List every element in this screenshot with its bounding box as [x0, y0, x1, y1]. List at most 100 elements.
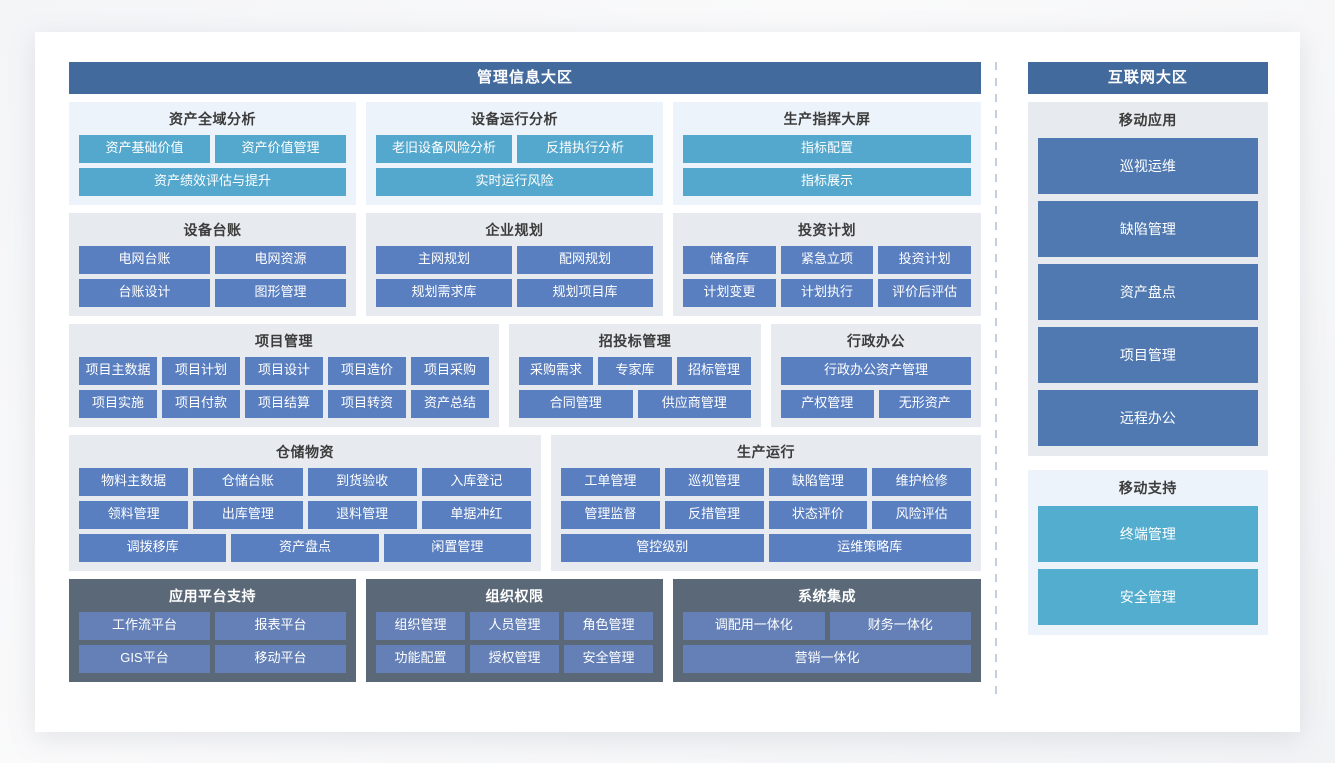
tile-row: 领料管理出库管理退料管理单据冲红 — [79, 500, 531, 529]
module-tile[interactable]: 专家库 — [598, 356, 672, 385]
module-tile[interactable]: 资产绩效评估与提升 — [79, 167, 346, 196]
module-tile[interactable]: 计划变更 — [683, 278, 776, 307]
tile-row: 功能配置授权管理安全管理 — [376, 644, 653, 673]
module-tile[interactable]: 项目设计 — [245, 356, 323, 385]
module-tile[interactable]: 调配用一体化 — [683, 611, 825, 640]
module-tile[interactable]: 项目计划 — [162, 356, 240, 385]
module-tile[interactable]: 巡视管理 — [664, 467, 764, 496]
module-tile[interactable]: 安全管理 — [564, 644, 653, 673]
module-tile[interactable]: 配网规划 — [517, 245, 653, 274]
module-tile[interactable]: 招标管理 — [677, 356, 751, 385]
module-tile[interactable]: 工单管理 — [561, 467, 660, 496]
module-tile[interactable]: 合同管理 — [519, 389, 633, 418]
module-tile[interactable]: 资产总结 — [411, 389, 489, 418]
module-tile[interactable]: 报表平台 — [215, 611, 346, 640]
module-tile[interactable]: 反措管理 — [664, 500, 764, 529]
module-tile[interactable]: 工作流平台 — [79, 611, 210, 640]
internet-module-tile[interactable]: 缺陷管理 — [1037, 200, 1258, 257]
group-title: 企业规划 — [485, 221, 544, 238]
module-tile[interactable]: 入库登记 — [421, 467, 531, 496]
tile-row: 主网规划配网规划 — [376, 245, 653, 274]
module-tile[interactable]: 主网规划 — [376, 245, 512, 274]
module-tile[interactable]: 储备库 — [683, 245, 776, 274]
module-tile[interactable]: 到货验收 — [307, 467, 417, 496]
module-tile[interactable]: 缺陷管理 — [768, 467, 868, 496]
module-tile[interactable]: 风险评估 — [872, 500, 971, 529]
internet-group-title: 移动应用 — [1118, 111, 1177, 128]
module-tile[interactable]: 项目结算 — [245, 389, 323, 418]
internet-module-tile[interactable]: 远程办公 — [1037, 389, 1258, 446]
module-tile[interactable]: 维护检修 — [872, 467, 971, 496]
module-tile[interactable]: 授权管理 — [470, 644, 559, 673]
module-tile[interactable]: 电网台账 — [79, 245, 210, 274]
module-tile[interactable]: 运维策略库 — [768, 533, 971, 562]
tile-row: 规划需求库规划项目库 — [376, 278, 653, 307]
group-title: 招投标管理 — [598, 332, 672, 349]
module-tile[interactable]: 实时运行风险 — [376, 167, 653, 196]
module-tile[interactable]: 规划项目库 — [517, 278, 653, 307]
tile-row: 项目实施项目付款项目结算项目转资资产总结 — [79, 389, 489, 418]
module-tile[interactable]: 供应商管理 — [637, 389, 751, 418]
group-title: 组织权限 — [485, 587, 544, 604]
internet-module-tile[interactable]: 资产盘点 — [1037, 263, 1258, 320]
internet-module-tile[interactable]: 项目管理 — [1037, 326, 1258, 383]
internet-module-tile[interactable]: 安全管理 — [1037, 568, 1258, 625]
module-tile[interactable]: 物料主数据 — [79, 467, 189, 496]
module-tile[interactable]: 领料管理 — [79, 500, 189, 529]
module-tile[interactable]: GIS平台 — [79, 644, 210, 673]
module-tile[interactable]: 退料管理 — [307, 500, 417, 529]
internet-module-tile[interactable]: 巡视运维 — [1037, 137, 1258, 194]
module-tile[interactable]: 营销一体化 — [683, 644, 971, 673]
module-tile[interactable]: 紧急立项 — [780, 245, 874, 274]
module-tile[interactable]: 状态评价 — [768, 500, 868, 529]
module-tile[interactable]: 调拨移库 — [79, 533, 227, 562]
module-tile[interactable]: 采购需求 — [519, 356, 593, 385]
module-tile[interactable]: 资产盘点 — [231, 533, 379, 562]
module-tile[interactable]: 行政办公资产管理 — [781, 356, 971, 385]
module-tile[interactable]: 反措执行分析 — [517, 134, 653, 163]
group-title: 设备运行分析 — [471, 110, 558, 127]
module-tile[interactable]: 计划执行 — [780, 278, 874, 307]
module-tile[interactable]: 指标展示 — [683, 167, 971, 196]
module-tile[interactable]: 组织管理 — [376, 611, 465, 640]
module-tile[interactable]: 仓储台账 — [193, 467, 303, 496]
module-tile[interactable]: 财务一体化 — [829, 611, 971, 640]
tile-row: 合同管理供应商管理 — [519, 389, 751, 418]
module-tile[interactable]: 项目转资 — [328, 389, 406, 418]
group-row: 项目管理项目主数据项目计划项目设计项目造价项目采购项目实施项目付款项目结算项目转… — [69, 323, 981, 427]
module-tile[interactable]: 项目付款 — [162, 389, 240, 418]
module-tile[interactable]: 人员管理 — [470, 611, 559, 640]
module-tile[interactable]: 管控级别 — [561, 533, 764, 562]
module-tile[interactable]: 项目造价 — [328, 356, 406, 385]
module-tile[interactable]: 资产基础价值 — [79, 134, 210, 163]
module-tile[interactable]: 台账设计 — [79, 278, 210, 307]
module-tile[interactable]: 项目实施 — [79, 389, 157, 418]
module-tile[interactable]: 功能配置 — [376, 644, 465, 673]
module-tile[interactable]: 无形资产 — [878, 389, 971, 418]
internet-module-tile[interactable]: 终端管理 — [1037, 505, 1258, 562]
module-tile[interactable]: 电网资源 — [215, 245, 346, 274]
tile-row: 营销一体化 — [683, 644, 971, 673]
module-tile[interactable]: 老旧设备风险分析 — [376, 134, 512, 163]
module-tile[interactable]: 评价后评估 — [878, 278, 972, 307]
module-tile[interactable]: 闲置管理 — [383, 533, 531, 562]
group-title: 应用平台支持 — [169, 587, 256, 604]
module-tile[interactable]: 项目主数据 — [79, 356, 157, 385]
module-tile[interactable]: 移动平台 — [215, 644, 346, 673]
module-tile[interactable]: 项目采购 — [411, 356, 489, 385]
tile-row: 管理监督反措管理状态评价风险评估 — [561, 500, 971, 529]
module-tile[interactable]: 指标配置 — [683, 134, 971, 163]
module-tile[interactable]: 出库管理 — [193, 500, 303, 529]
module-tile[interactable]: 图形管理 — [215, 278, 346, 307]
module-tile[interactable]: 规划需求库 — [376, 278, 512, 307]
module-tile[interactable]: 角色管理 — [564, 611, 653, 640]
module-tile[interactable]: 单据冲红 — [421, 500, 531, 529]
tile-row: 产权管理无形资产 — [781, 389, 971, 418]
module-tile[interactable]: 管理监督 — [561, 500, 660, 529]
tile-row: GIS平台移动平台 — [79, 644, 346, 673]
module-tile[interactable]: 资产价值管理 — [215, 134, 346, 163]
module-tile[interactable]: 投资计划 — [878, 245, 972, 274]
tile-row: 台账设计图形管理 — [79, 278, 346, 307]
module-tile[interactable]: 产权管理 — [781, 389, 874, 418]
